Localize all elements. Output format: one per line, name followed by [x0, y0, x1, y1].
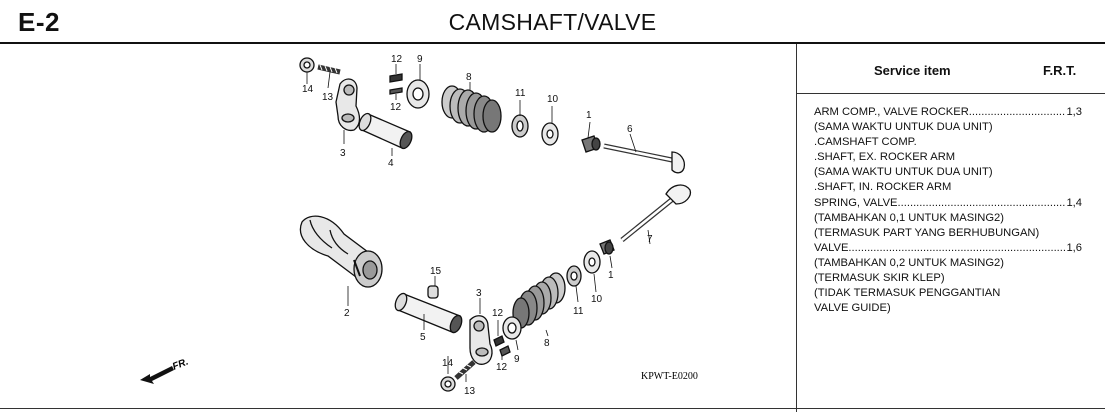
- column-divider: [796, 44, 797, 412]
- service-item-row: ARM COMP., VALVE ROCKER 1,3: [814, 105, 1082, 120]
- service-item-note: .CAMSHAFT COMP.: [814, 136, 917, 149]
- frt-value: 1,3: [1066, 106, 1082, 118]
- stem-seal-part: [581, 135, 601, 153]
- service-item-note: (TERMASUK SKIR KLEP): [814, 272, 945, 285]
- callout-9: 9: [417, 54, 423, 65]
- nut-part: [440, 376, 456, 392]
- stem-seal-part: [599, 239, 615, 255]
- service-item-note: (TAMBAHKAN 0,2 UNTUK MASING2): [814, 256, 1005, 269]
- rocker-shaft-part: [358, 112, 413, 150]
- callout-12: 12: [391, 54, 403, 65]
- exhaust-valve-part: [603, 143, 686, 174]
- callout-10: 10: [547, 94, 559, 105]
- leader-lines: [306, 64, 651, 382]
- callout-3: 3: [340, 148, 346, 159]
- service-item-label: SPRING, VALVE: [814, 196, 898, 209]
- rocker-arm-part: [469, 315, 493, 365]
- callout-4: 4: [388, 158, 394, 169]
- callout-1: 1: [586, 110, 592, 121]
- intake-valve-part: [620, 184, 692, 242]
- callout-8: 8: [544, 338, 550, 349]
- service-item-list: ARM COMP., VALVE ROCKER 1,3 (SAMA WAKTU UN…: [814, 105, 1082, 316]
- valve-spring-part: [441, 85, 502, 133]
- camshaft-part: [299, 215, 383, 288]
- rocker-shaft-part: [394, 292, 463, 334]
- service-item-note: (TAMBAHKAN 0,1 UNTUK MASING2): [814, 211, 1005, 224]
- spring-retainer-part: [406, 79, 430, 109]
- callout-7: 7: [647, 234, 653, 245]
- service-item-label: VALVE: [814, 241, 849, 254]
- callout-8: 8: [466, 72, 472, 83]
- cotter-part: [389, 73, 403, 95]
- frt-value: 1,6: [1066, 241, 1082, 254]
- page-header: E-2 CAMSHAFT/VALVE: [0, 0, 1105, 44]
- front-arrow-icon: [140, 366, 174, 384]
- cotter-part: [493, 335, 511, 357]
- spring-seat-part: [541, 122, 559, 146]
- frt-value: 1,4: [1066, 196, 1082, 209]
- callout-12: 12: [492, 308, 504, 319]
- bottom-rule: [0, 408, 1105, 409]
- dot-leader: [969, 105, 1067, 120]
- callout-11: 11: [573, 306, 584, 317]
- spring-retainer-part: [502, 316, 522, 340]
- callout-14: 14: [442, 358, 454, 369]
- service-item-note: (TIDAK TERMASUK PENGGANTIAN: [814, 287, 1001, 300]
- callout-5: 5: [420, 332, 426, 343]
- service-item-row: VALVE 1,6: [814, 241, 1082, 256]
- diagram-drawing: 14 13 12 12 9 8 11 10 1 6 3 4 2 7 1 10 1…: [140, 54, 698, 397]
- service-item-note: (TERMASUK PART YANG BERHUBUNGAN): [814, 226, 1040, 239]
- callout-9: 9: [514, 354, 520, 365]
- service-item-label: ARM COMP., VALVE ROCKER: [814, 106, 969, 118]
- service-item-note: VALVE GUIDE): [814, 302, 891, 315]
- service-item-row: SPRING, VALVE 1,4: [814, 196, 1082, 211]
- callout-1: 1: [608, 270, 614, 281]
- section-code: E-2: [18, 7, 60, 37]
- valve-seal-part: [511, 114, 529, 138]
- callout-12: 12: [390, 102, 402, 113]
- service-item-note: .SHAFT, IN. ROCKER ARM: [814, 181, 952, 194]
- diagram-part-code: KPWT-E0200: [641, 371, 698, 382]
- valve-seal-part: [566, 265, 582, 287]
- callout-13: 13: [464, 386, 476, 397]
- adjusting-screw-part: [317, 64, 341, 75]
- exploded-parts-diagram: 14 13 12 12 9 8 11 10 1 6 3 4 2 7 1 10 1…: [0, 44, 796, 408]
- callout-10: 10: [591, 294, 603, 305]
- front-label: FR.: [171, 357, 190, 373]
- service-item-column-header: Service item: [874, 63, 951, 78]
- service-item-note: (SAMA WAKTU UNTUK DUA UNIT): [814, 121, 993, 134]
- nut-part: [299, 57, 315, 73]
- callout-13: 13: [322, 92, 334, 103]
- callout-14: 14: [302, 84, 314, 95]
- callout-11: 11: [515, 88, 526, 99]
- adjusting-screw-part: [454, 360, 476, 380]
- spring-seat-part: [583, 250, 601, 274]
- callout-3: 3: [476, 288, 482, 299]
- service-item-note: (SAMA WAKTU UNTUK DUA UNIT): [814, 166, 993, 179]
- valve-spring-part: [512, 272, 566, 329]
- rocker-arm-part: [335, 78, 361, 132]
- dot-leader: [848, 241, 1066, 256]
- page-title: CAMSHAFT/VALVE: [448, 9, 657, 35]
- callout-12: 12: [496, 362, 508, 373]
- callout-6: 6: [627, 124, 633, 135]
- dowel-pin-part: [427, 285, 439, 299]
- dot-leader: [898, 196, 1067, 211]
- callout-15: 15: [430, 266, 442, 277]
- service-table-header: Service item F.R.T.: [797, 44, 1105, 94]
- callout-2: 2: [344, 308, 350, 319]
- service-item-note: .SHAFT, EX. ROCKER ARM: [814, 151, 956, 164]
- frt-column-header: F.R.T.: [1043, 63, 1077, 78]
